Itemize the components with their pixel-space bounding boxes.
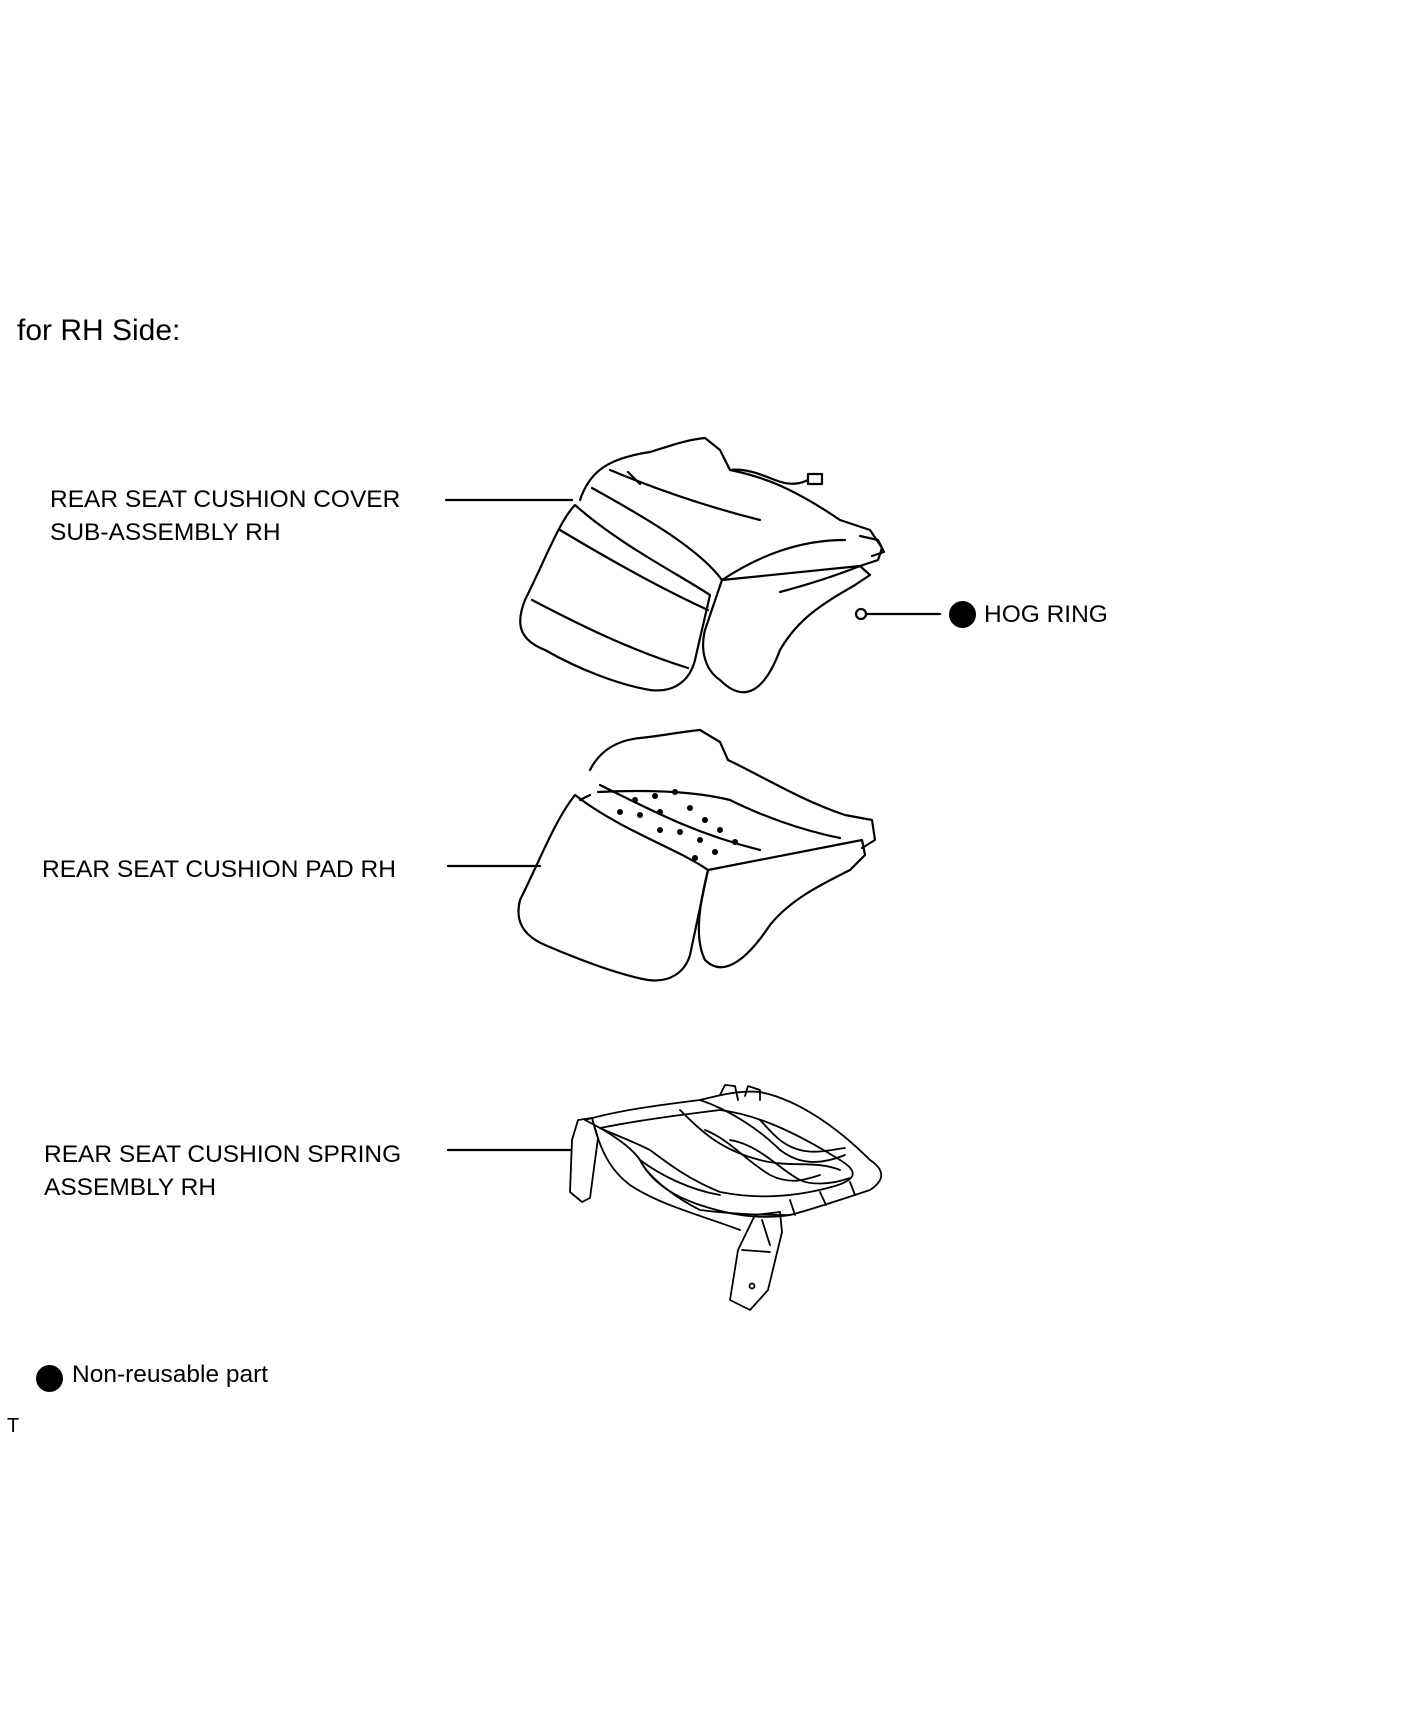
pad-label: REAR SEAT CUSHION PAD RH <box>42 856 396 883</box>
spring-label-line2: ASSEMBLY RH <box>44 1174 217 1201</box>
legend-filled-circle-icon <box>36 1365 63 1392</box>
non-reusable-mark-icon <box>949 601 976 628</box>
page-heading: for RH Side: <box>17 314 181 347</box>
cover-label-line1: REAR SEAT CUSHION COVER <box>50 486 401 513</box>
pad-studs <box>617 789 738 861</box>
spring-assembly-drawing <box>569 1084 883 1311</box>
seat-cushion-pad-drawing <box>517 728 877 982</box>
legend-label: Non-reusable part <box>72 1361 269 1388</box>
seat-cushion-cover-drawing <box>519 436 886 694</box>
cover-label-line2: SUB-ASSEMBLY RH <box>50 519 281 546</box>
hog-ring-label: HOG RING <box>984 601 1108 628</box>
hog-ring-drawing <box>854 607 942 621</box>
spring-label-line1: REAR SEAT CUSHION SPRING <box>44 1141 402 1168</box>
corner-mark: T <box>7 1415 20 1437</box>
